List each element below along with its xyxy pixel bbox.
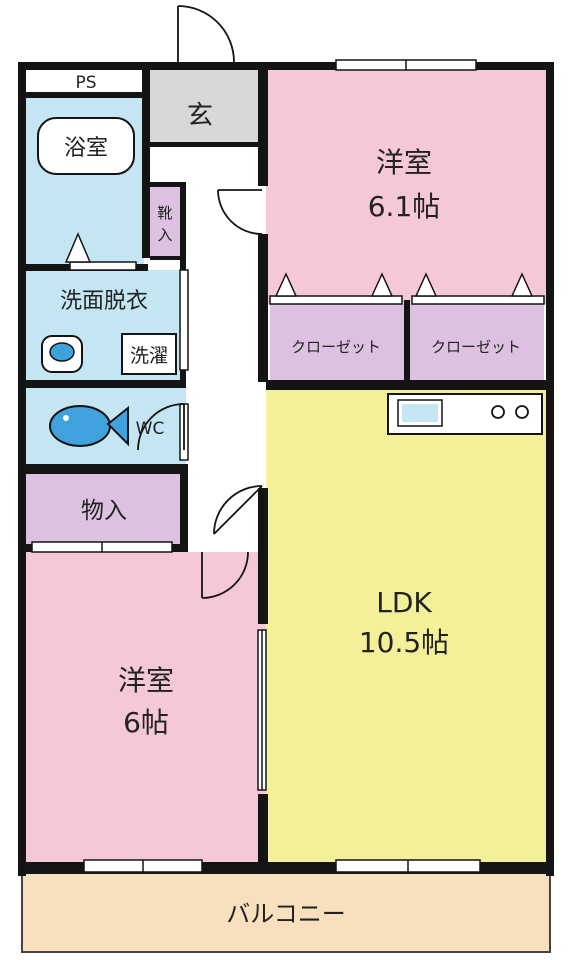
stove-burner-icon [515, 405, 529, 419]
closet-rails [269, 295, 545, 305]
label-bath: 浴室 [64, 136, 108, 161]
bathtub [37, 117, 135, 175]
label-wc: WC [136, 419, 165, 439]
ps-box [26, 70, 142, 92]
room-shoes [150, 182, 180, 258]
toilet-icon [49, 405, 129, 447]
label-storage: 物入 [81, 498, 127, 524]
room-bedroom-top [266, 66, 548, 304]
label-ldk-name: LDK [376, 586, 432, 619]
label-bedroom-top-size: 6.1帖 [368, 190, 441, 223]
room-storage [24, 474, 186, 544]
stove-burner-icon [491, 405, 505, 419]
label-closet-1: クローゼット [291, 338, 381, 356]
label-ldk-size: 10.5帖 [359, 626, 449, 659]
room-balcony [21, 871, 551, 953]
label-bedroom-bottom-name: 洋室 [118, 664, 174, 697]
windows [31, 59, 481, 873]
label-shoes-line2: 入 [157, 226, 172, 244]
closet-door-marks [64, 232, 534, 297]
label-bedroom-top-name: 洋室 [376, 146, 432, 179]
label-bedroom-bottom-size: 6帖 [123, 706, 169, 739]
label-balcony: バルコニー [226, 900, 346, 928]
room-entrance [148, 66, 260, 146]
room-closet-2 [410, 304, 544, 380]
sink-icon [41, 335, 83, 373]
washing-machine [121, 333, 177, 375]
label-entrance: 玄 [187, 101, 213, 131]
label-laundry: 洗濯 [130, 345, 168, 367]
label-closet-2: クローゼット [431, 338, 521, 356]
room-bedroom-bottom [24, 552, 266, 862]
kitchen-counter [387, 393, 543, 435]
doors [137, 5, 263, 599]
room-ldk [266, 388, 548, 862]
label-ps: PS [75, 73, 96, 93]
label-washroom: 洗面脱衣 [60, 289, 148, 314]
label-shoes-line1: 靴 [157, 204, 172, 222]
room-closet-1 [270, 304, 404, 380]
